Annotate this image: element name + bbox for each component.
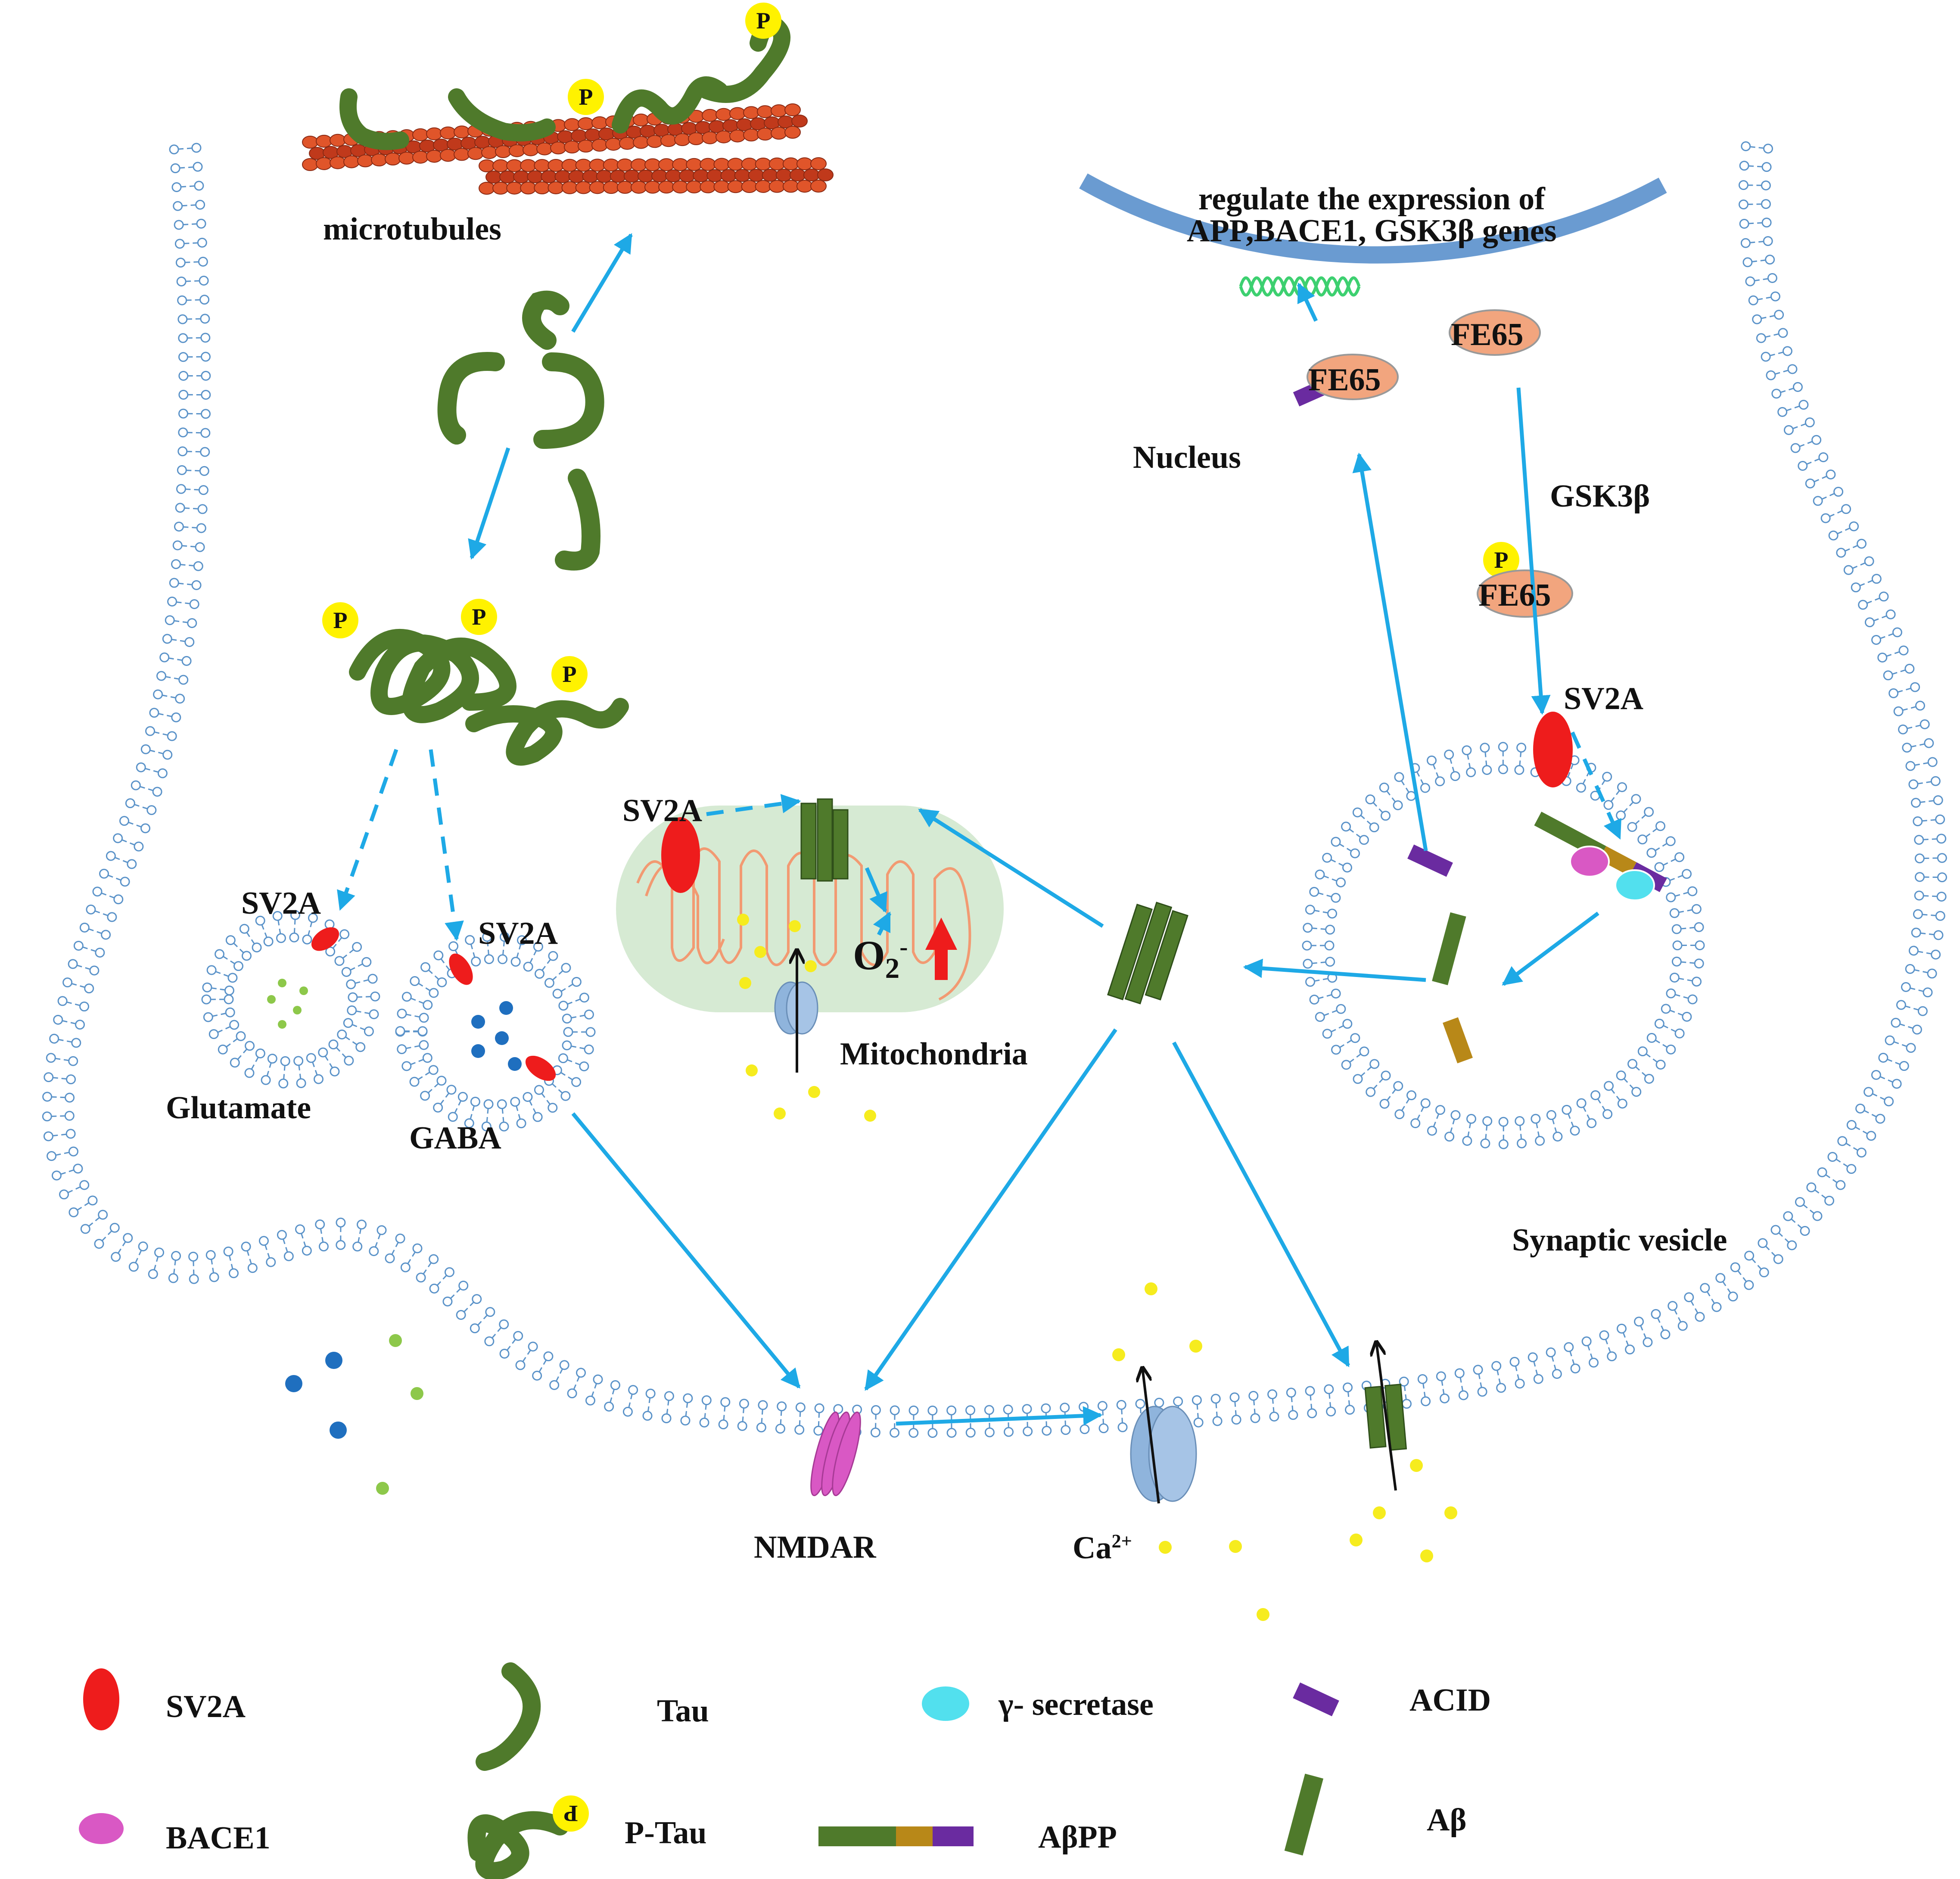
nmdar-receptor (810, 1411, 861, 1496)
synaptic-vesicle (1302, 742, 1705, 1149)
legend-tau-icon (476, 1662, 541, 1771)
pathway-arrows (468, 233, 1599, 1426)
legend-bace1-icon (79, 1813, 124, 1844)
sv2a-mito (661, 817, 700, 893)
gaba-vesicle (395, 932, 596, 1132)
glu-vesicle-bilayer (201, 910, 380, 1089)
gaba-vesicle-bilayer (395, 932, 596, 1132)
microtubule-upper (302, 103, 808, 171)
calcium-channel (1130, 1406, 1197, 1502)
p-tau-cluster (322, 599, 629, 766)
legend-abeta-icon (1284, 1773, 1324, 1856)
legend-abpp-icon (818, 1826, 974, 1846)
acid-in-vesicle (1407, 844, 1453, 877)
microtubule-lower (479, 157, 834, 195)
glutamate-molecules (267, 979, 308, 1029)
superoxide-increase (925, 918, 957, 980)
legend-p-tau-phosphate (553, 1795, 589, 1832)
bace1-in-vesicle (1569, 846, 1610, 877)
ca-below-mito (746, 1064, 876, 1122)
gamma-secretase-in-vesicle (1615, 869, 1655, 901)
legend-icons (79, 1662, 1339, 1879)
fe65-nuclear (1307, 354, 1399, 400)
sv2a-glutamate (311, 927, 339, 951)
free-tau (437, 290, 604, 571)
abeta-pore-mito (800, 798, 849, 882)
fragment-in-vesicle (1443, 1017, 1473, 1064)
legend-gamma-secretase-icon (922, 1686, 969, 1721)
ca-in-mito (737, 914, 817, 989)
fe65-nuclear-membrane (1449, 309, 1541, 356)
sv2a-gaba-2 (525, 1055, 556, 1081)
legend-p-tau-icon (467, 1811, 569, 1879)
sv2a-synaptic-vesicle (1533, 712, 1573, 787)
legend-sv2a-icon (83, 1668, 119, 1730)
abeta-channel-membrane (1364, 1384, 1407, 1451)
glutamate-vesicle (201, 910, 380, 1089)
legend-acid-icon (1293, 1682, 1339, 1717)
gaba-molecules (471, 1001, 522, 1071)
presynaptic-membrane (42, 141, 1947, 1438)
phospho-fe65 (1477, 542, 1573, 618)
fe65-acid-complex (1293, 354, 1399, 407)
syn-vesicle-bilayer (1302, 742, 1705, 1149)
abeta-in-vesicle (1432, 912, 1466, 986)
released-neurotransmitters (285, 1334, 423, 1495)
cell-membrane (42, 141, 1947, 1438)
abeta-pore-central (1107, 902, 1188, 1005)
calcium-ions (1112, 1282, 1457, 1621)
microtubules (302, 103, 834, 195)
sv2a-gaba (449, 953, 473, 985)
nucleus (1079, 173, 1667, 446)
